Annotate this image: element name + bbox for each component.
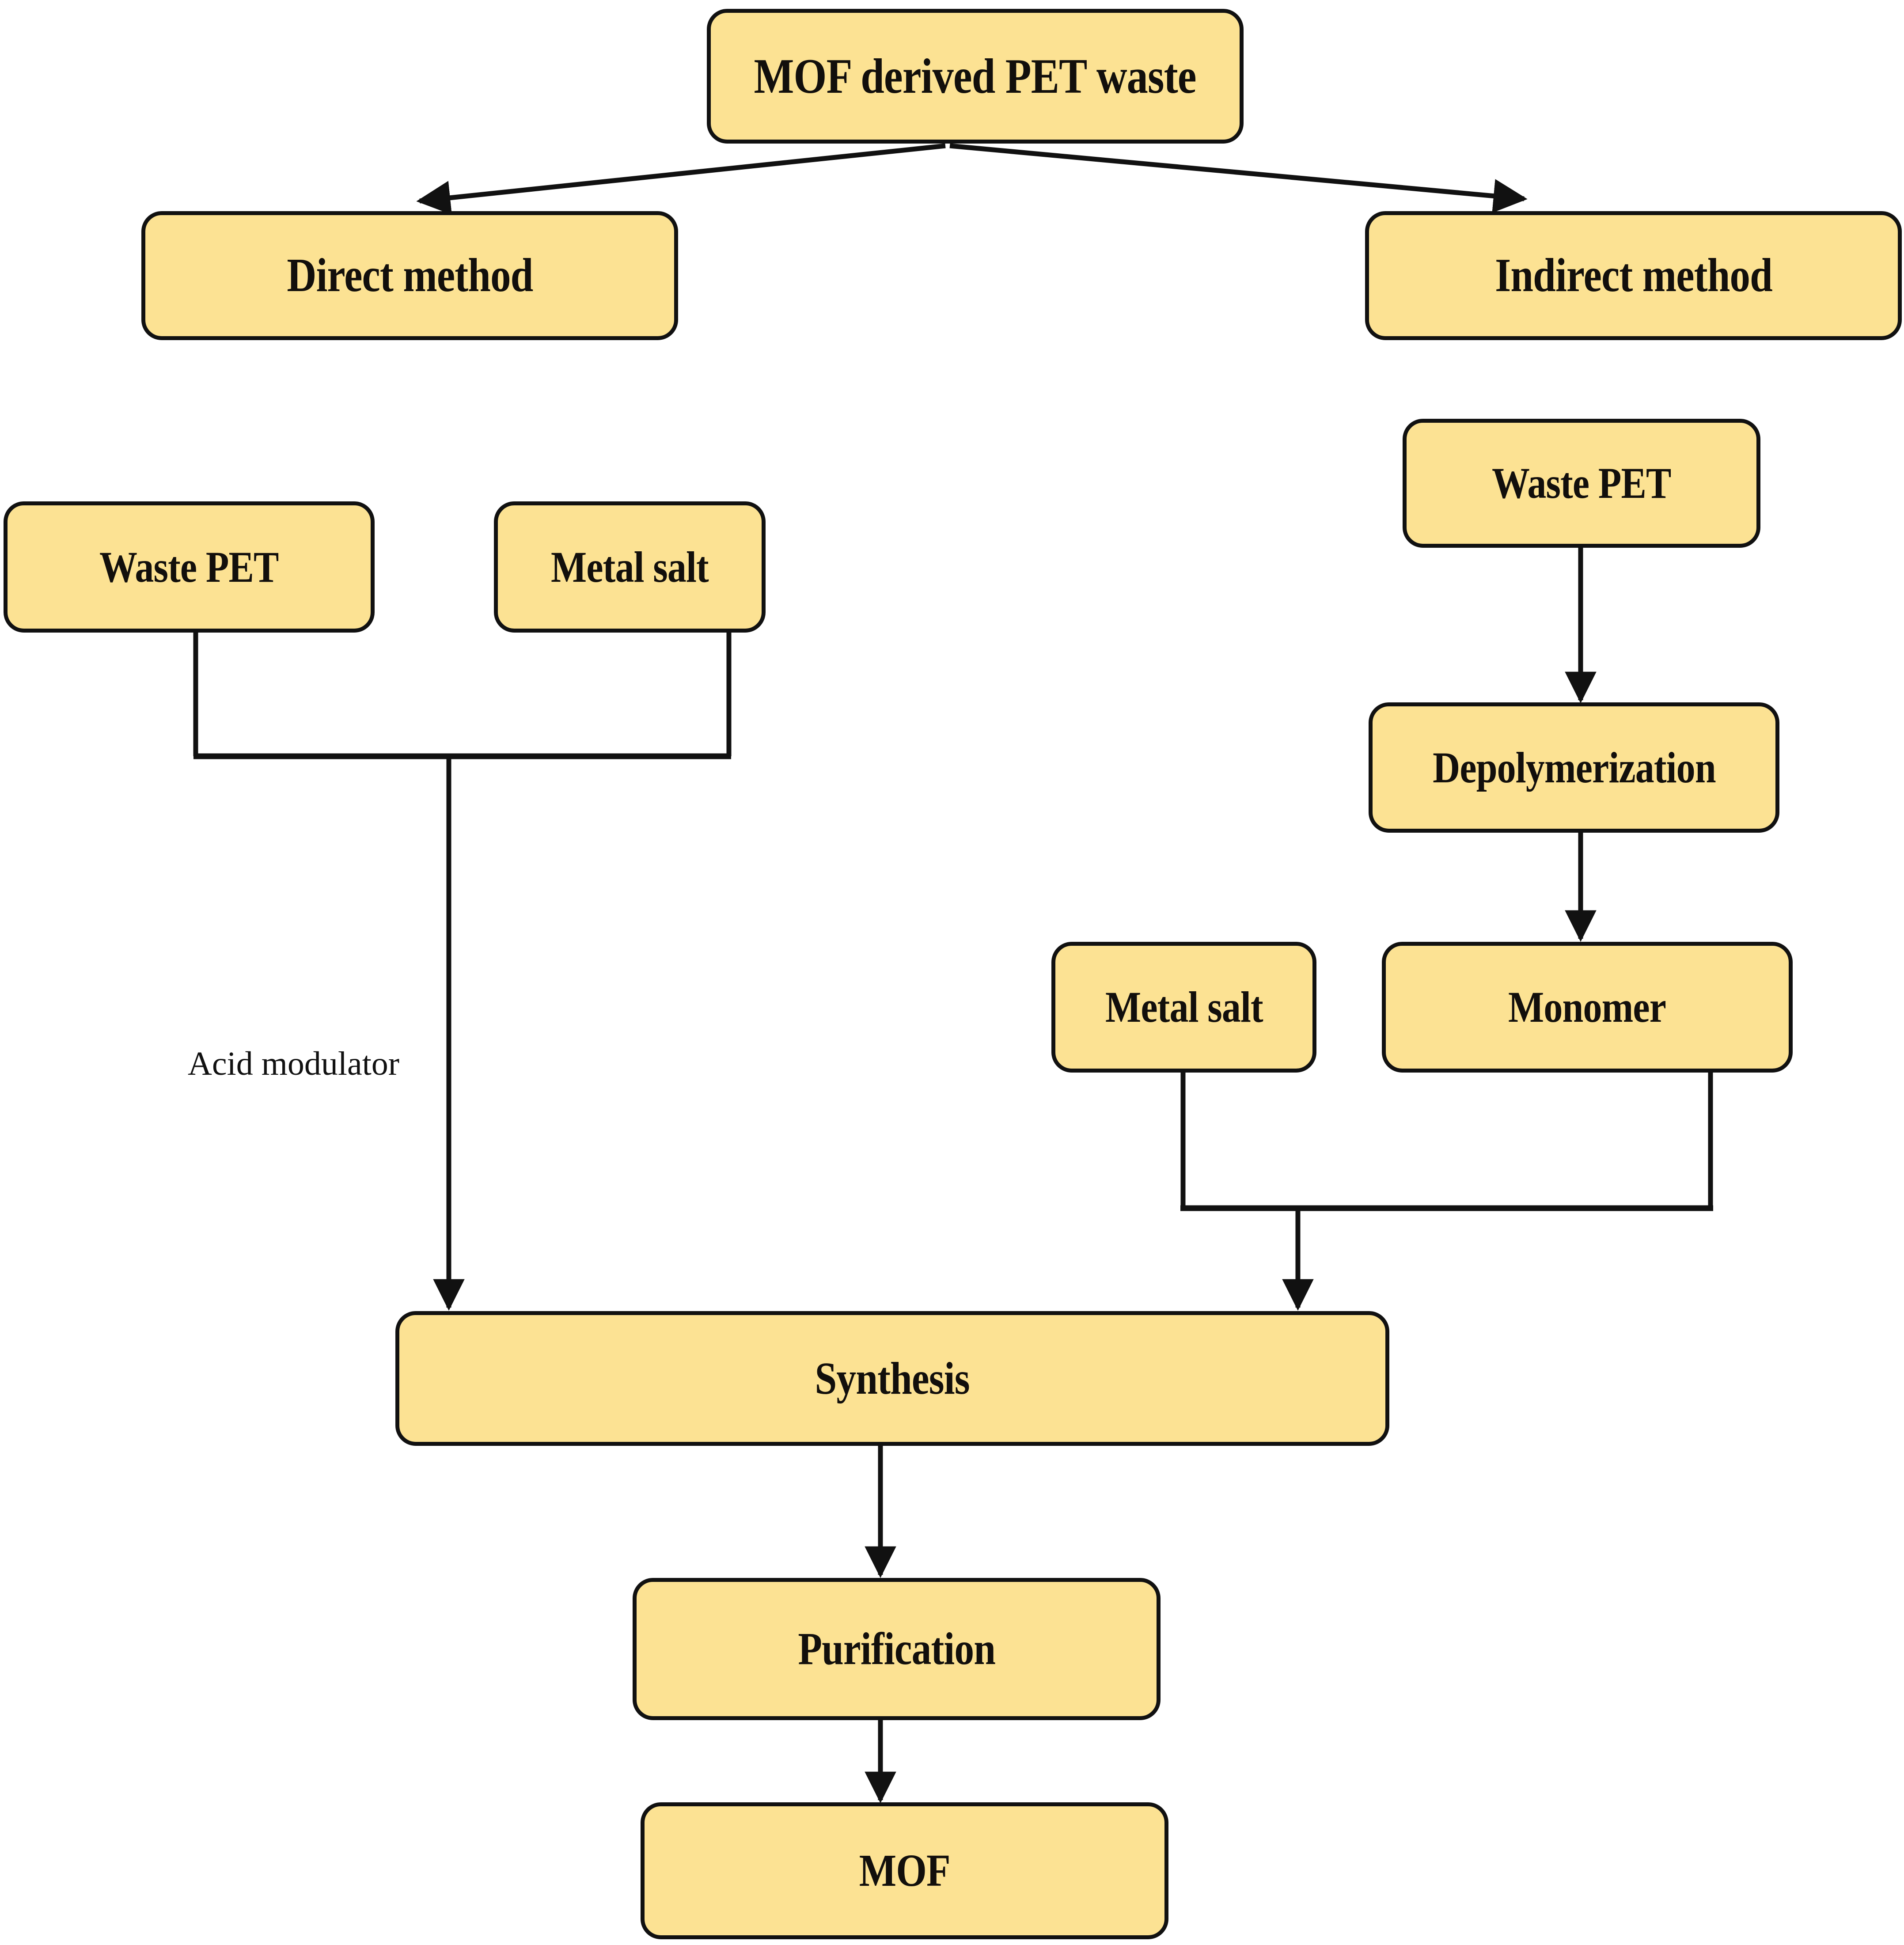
node-depolymerization[interactable]: Depolymerization [1369,702,1779,833]
node-label: Metal salt [1105,982,1263,1031]
node-mof[interactable]: MOF [641,1802,1168,1939]
node-label: Depolymerization [1432,743,1716,792]
node-label: Purification [798,1623,996,1674]
node-direct-metal-salt[interactable]: Metal salt [494,501,766,633]
node-direct-waste-pet[interactable]: Waste PET [4,501,375,633]
node-purification[interactable]: Purification [633,1578,1161,1720]
node-direct-method[interactable]: Direct method [141,211,678,340]
node-monomer[interactable]: Monomer [1382,942,1793,1073]
node-label: Monomer [1508,982,1667,1031]
node-label: Indirect method [1494,249,1773,302]
edge-title-to-direct [416,143,946,215]
node-label: MOF [859,1845,950,1896]
edge-title-to-indirect [949,143,1528,213]
node-label: Metal salt [551,542,709,591]
node-synthesis[interactable]: Synthesis [395,1311,1389,1446]
node-indirect-waste-pet[interactable]: Waste PET [1403,419,1760,548]
node-indirect-metal-salt[interactable]: Metal salt [1051,942,1316,1073]
node-label: MOF derived PET waste [754,49,1197,104]
node-mof-derived-pet-waste[interactable]: MOF derived PET waste [707,9,1244,144]
edge-label-acid-modulator: Acid modulator [188,1045,400,1082]
node-label: Synthesis [815,1353,970,1404]
node-label: Waste PET [99,542,279,591]
node-label: Waste PET [1492,459,1671,508]
node-label: Direct method [286,249,533,302]
node-indirect-method[interactable]: Indirect method [1365,211,1902,340]
